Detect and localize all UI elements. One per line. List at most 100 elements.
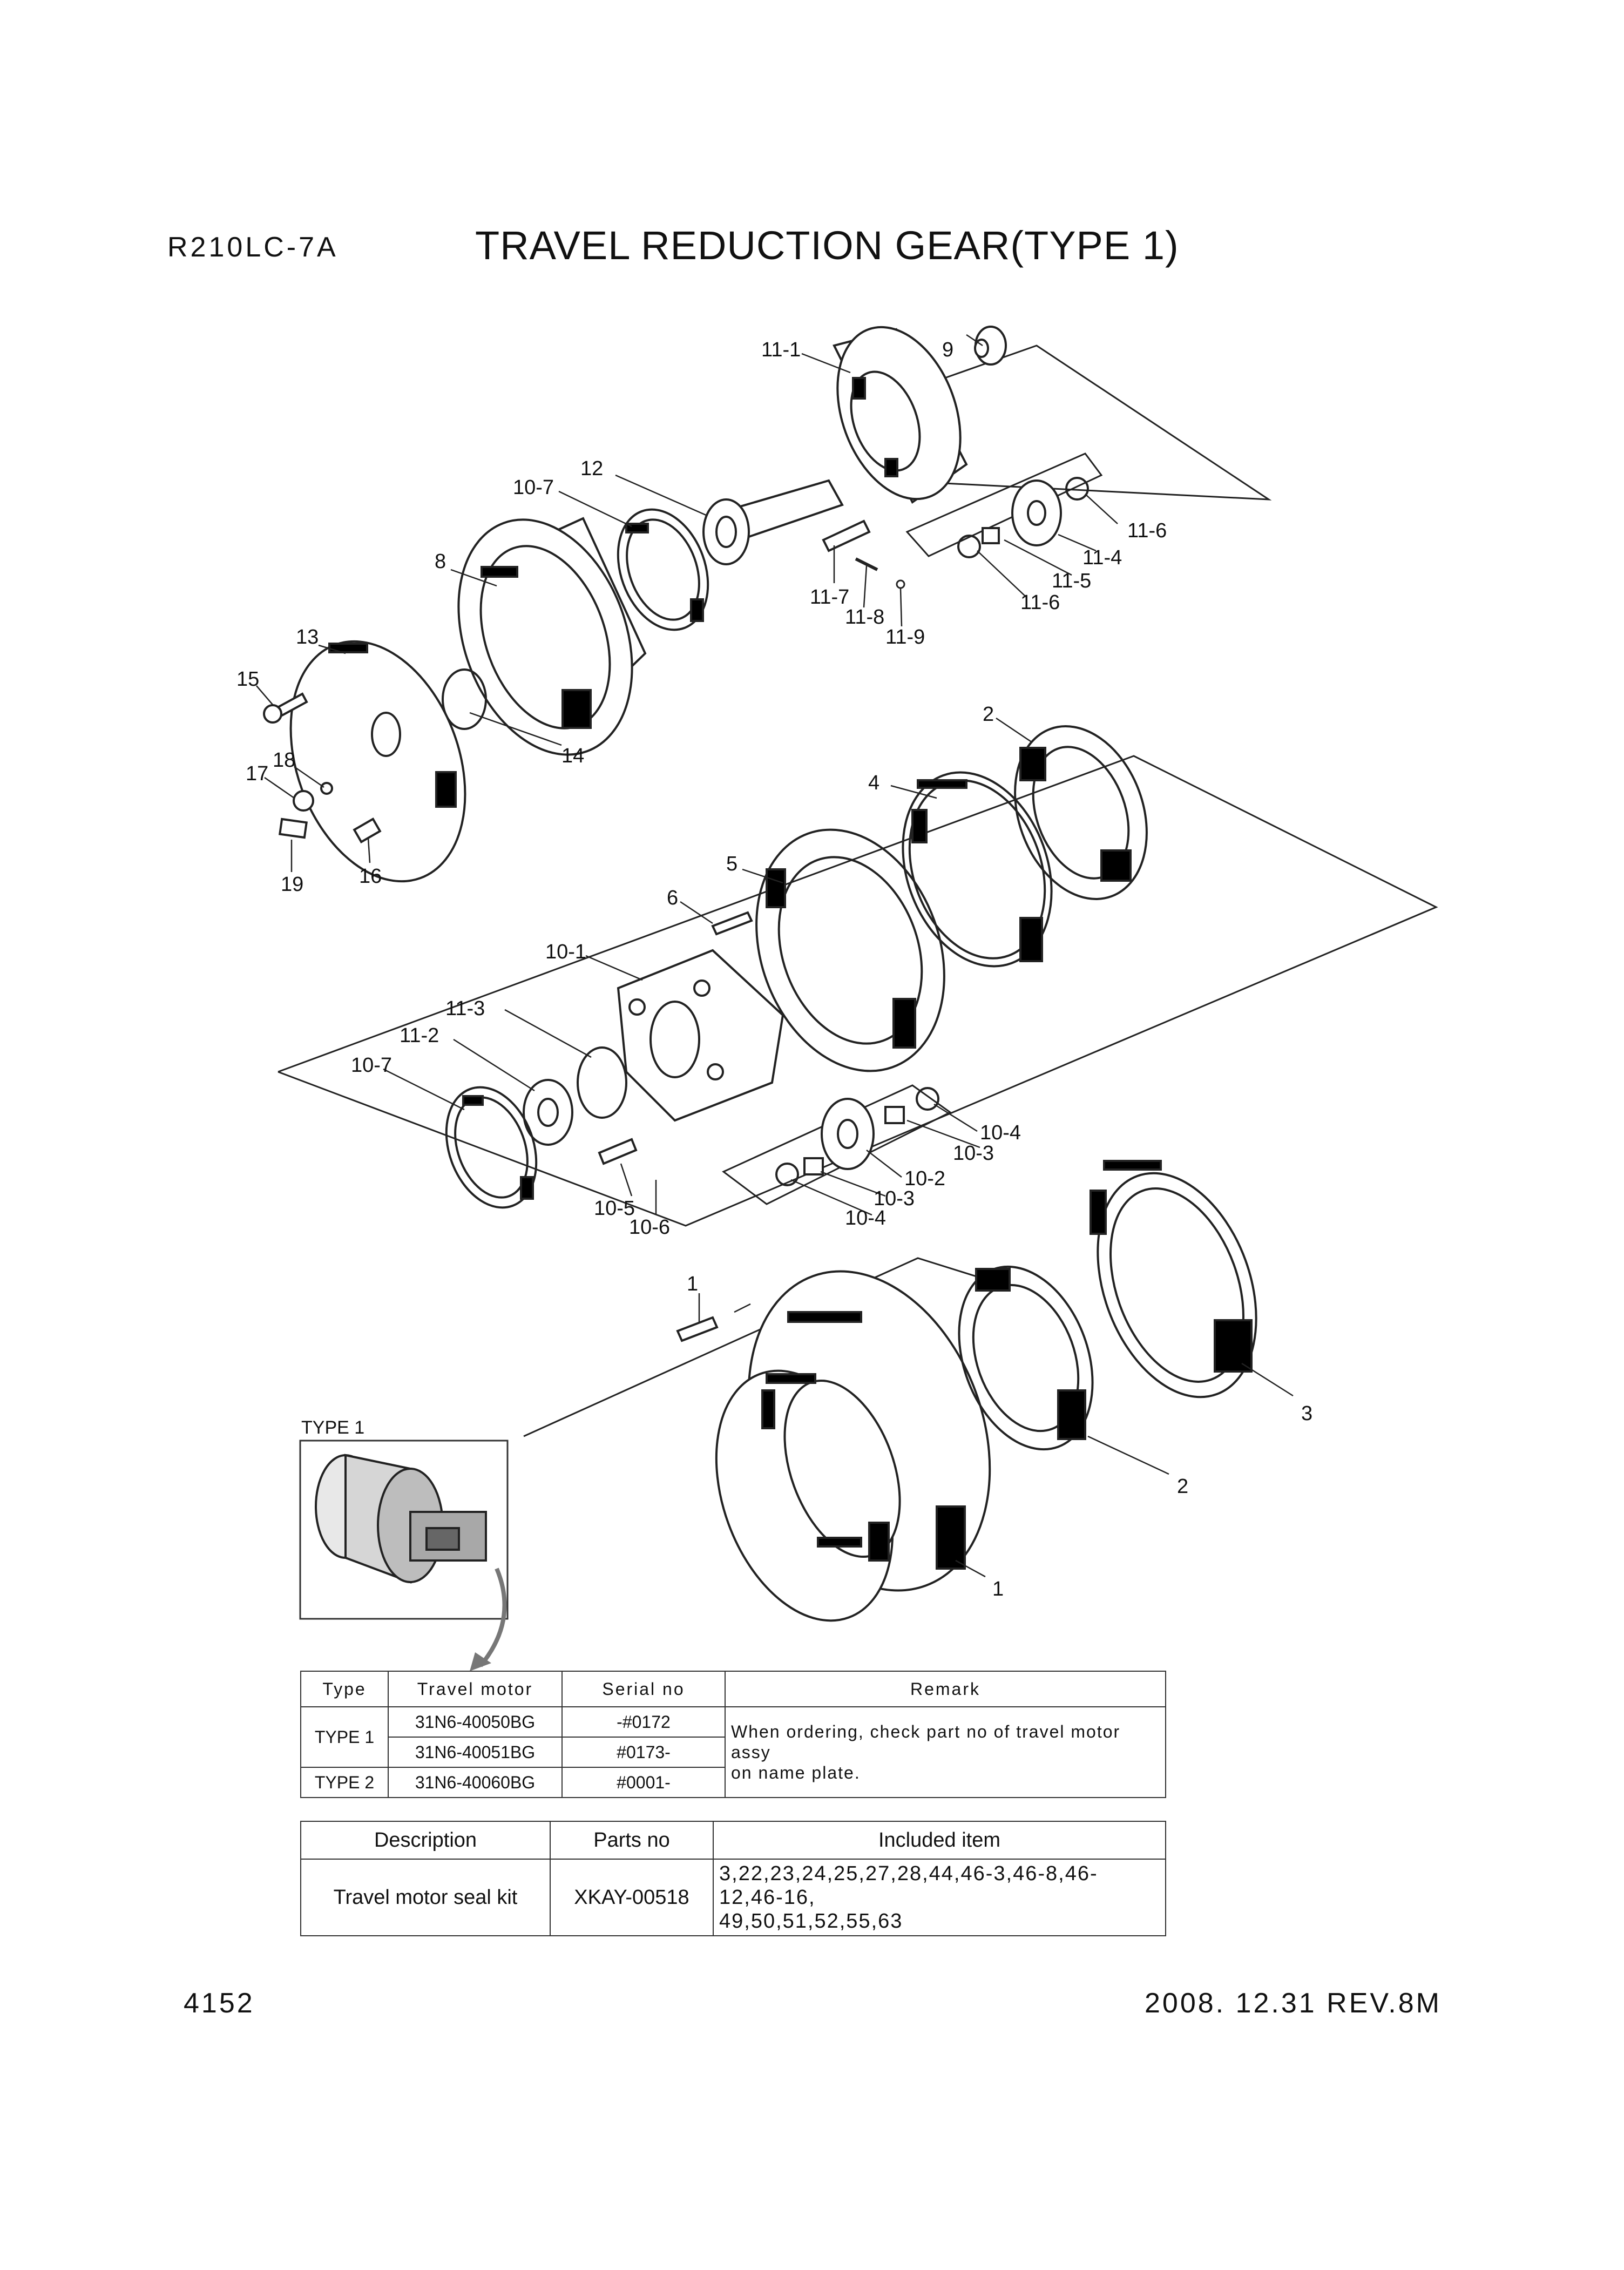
planetary-carrier-11-1 <box>833 326 968 504</box>
seal-ring-3 <box>1090 1160 1257 1399</box>
callout-13: 13 <box>296 626 319 648</box>
type-table-header: Type Travel motor Serial no Remark <box>300 1671 1166 1707</box>
serial-cell: #0173- <box>561 1737 726 1768</box>
subgroup-outline-11 <box>905 452 1103 557</box>
type1-inset: TYPE 1 <box>299 1417 509 1671</box>
spring-pin-11-9 <box>896 579 905 589</box>
revision-date: 2008. 12.31 REV.8M <box>1145 1988 1442 2019</box>
type1-inset-label: TYPE 1 <box>301 1417 364 1438</box>
planet-gear-11-4 <box>1011 479 1062 546</box>
washer-11-6b <box>957 535 981 558</box>
col-type: Type <box>300 1671 389 1707</box>
callout-10-1: 10-1 <box>545 941 586 963</box>
col-included-item: Included item <box>713 1821 1166 1860</box>
remark-cell: When ordering, check part no of travel m… <box>725 1706 1166 1798</box>
type-table: Type Travel motor Serial no Remark TYPE … <box>300 1671 1166 1798</box>
callout-10-4b: 10-4 <box>845 1207 886 1229</box>
callout-10-4a: 10-4 <box>980 1122 1021 1144</box>
washer-11-6a <box>1065 477 1089 501</box>
callout-11-2: 11-2 <box>400 1024 439 1047</box>
snap-ring-11-3 <box>577 1046 627 1119</box>
table-row: TYPE 2 31N6-40060BG #0001- <box>300 1767 1166 1798</box>
group-outline-middle <box>278 755 1438 1227</box>
model-code: R210LC-7A <box>167 232 339 263</box>
plug-17 <box>293 790 314 812</box>
ring-gear-8 <box>457 517 647 756</box>
table-row: TYPE 1 31N6-40050BG -#0172 When ordering… <box>300 1706 1166 1798</box>
callout-9: 9 <box>942 339 953 361</box>
carrier-10-1 <box>617 949 784 1122</box>
callout-11-7: 11-7 <box>810 586 849 609</box>
bushing-9 <box>974 326 1007 366</box>
description-cell: Travel motor seal kit <box>300 1859 551 1936</box>
motor-cell: 31N6-40051BG <box>388 1737 563 1768</box>
needle-bearing-10-3b <box>803 1157 824 1175</box>
callout-10-5: 10-5 <box>594 1197 635 1220</box>
callout-11-6b: 11-6 <box>1020 591 1060 614</box>
callout-2-middle: 2 <box>983 703 994 726</box>
o-ring-18 <box>320 782 333 795</box>
snap-ring-14 <box>442 668 487 730</box>
callout-18: 18 <box>273 749 295 772</box>
callout-16: 16 <box>359 865 382 888</box>
planet-gear-11-2 <box>523 1079 573 1146</box>
needle-bearing-10-3a <box>884 1106 905 1124</box>
included-line: 3,22,23,24,25,27,28,44,46-3,46-8,46-12,4… <box>719 1862 1098 1909</box>
callout-2-lower: 2 <box>1177 1475 1188 1498</box>
page-number: 4152 <box>184 1988 255 2019</box>
callout-11-3: 11-3 <box>445 997 485 1020</box>
motor-cell: 31N6-40060BG <box>388 1767 563 1798</box>
pointer-arrow <box>478 1568 507 1667</box>
table-row: Travel motor seal kit XKAY-00518 3,22,23… <box>300 1859 1166 1936</box>
callout-10-3a: 10-3 <box>953 1142 994 1165</box>
flange-5 <box>755 828 945 1072</box>
callout-labels: 11-1 9 12 10-7 8 13 15 14 11-7 11-8 11-9… <box>236 339 1312 1600</box>
callout-11-8: 11-8 <box>845 606 884 629</box>
type-cell: TYPE 2 <box>300 1767 389 1798</box>
remark-line: on name plate. <box>731 1763 861 1782</box>
callout-11-4: 11-4 <box>1082 546 1122 569</box>
col-travel-motor: Travel motor <box>388 1671 563 1707</box>
serial-cell: -#0172 <box>561 1706 726 1738</box>
col-description: Description <box>300 1821 551 1860</box>
thrust-plate-10-7-top <box>617 508 709 631</box>
callout-3: 3 <box>1301 1402 1312 1425</box>
planet-gear-10-2 <box>821 1098 875 1170</box>
pointer-arrow-head <box>470 1652 491 1671</box>
kit-table-header: Description Parts no Included item <box>300 1821 1166 1860</box>
bearing-2-middle <box>1014 725 1148 900</box>
plug-16 <box>353 818 382 843</box>
col-parts-no: Parts no <box>550 1821 714 1860</box>
callout-4: 4 <box>868 772 879 794</box>
page-title: TRAVEL REDUCTION GEAR(TYPE 1) <box>475 223 1179 268</box>
hub-1 <box>715 1270 991 1622</box>
callout-8: 8 <box>435 550 446 573</box>
callout-10-3b: 10-3 <box>874 1187 915 1210</box>
callout-15: 15 <box>236 668 259 691</box>
pin-11-7 <box>822 519 871 552</box>
included-item-cell: 3,22,23,24,25,27,28,44,46-3,46-8,46-12,4… <box>713 1859 1166 1936</box>
callout-10-7-lower: 10-7 <box>351 1054 392 1077</box>
table-row: 31N6-40051BG #0173- <box>301 1737 1166 1768</box>
drive-shaft-12 <box>702 479 844 565</box>
callout-12: 12 <box>580 457 603 480</box>
pin-11-8 <box>855 557 878 571</box>
type-cell: TYPE 1 <box>300 1706 389 1768</box>
floating-seal-4 <box>902 771 1053 968</box>
callout-11-1: 11-1 <box>761 339 801 361</box>
washer-10-4a <box>916 1087 939 1111</box>
callout-11-9: 11-9 <box>885 626 925 648</box>
callout-6: 6 <box>667 887 678 909</box>
name-plate-19 <box>279 818 308 839</box>
serial-cell: #0001- <box>561 1767 726 1798</box>
callout-17: 17 <box>246 762 268 785</box>
callout-10-7-top: 10-7 <box>513 476 554 499</box>
callout-19: 19 <box>281 873 303 896</box>
callout-5: 5 <box>726 853 737 875</box>
washer-10-4b <box>775 1163 799 1186</box>
thrust-plate-10-7-lower <box>445 1086 538 1209</box>
seal-kit-table: Description Parts no Included item Trave… <box>300 1821 1166 1936</box>
included-line: 49,50,51,52,55,63 <box>719 1910 903 1933</box>
callout-11-5: 11-5 <box>1052 570 1091 592</box>
